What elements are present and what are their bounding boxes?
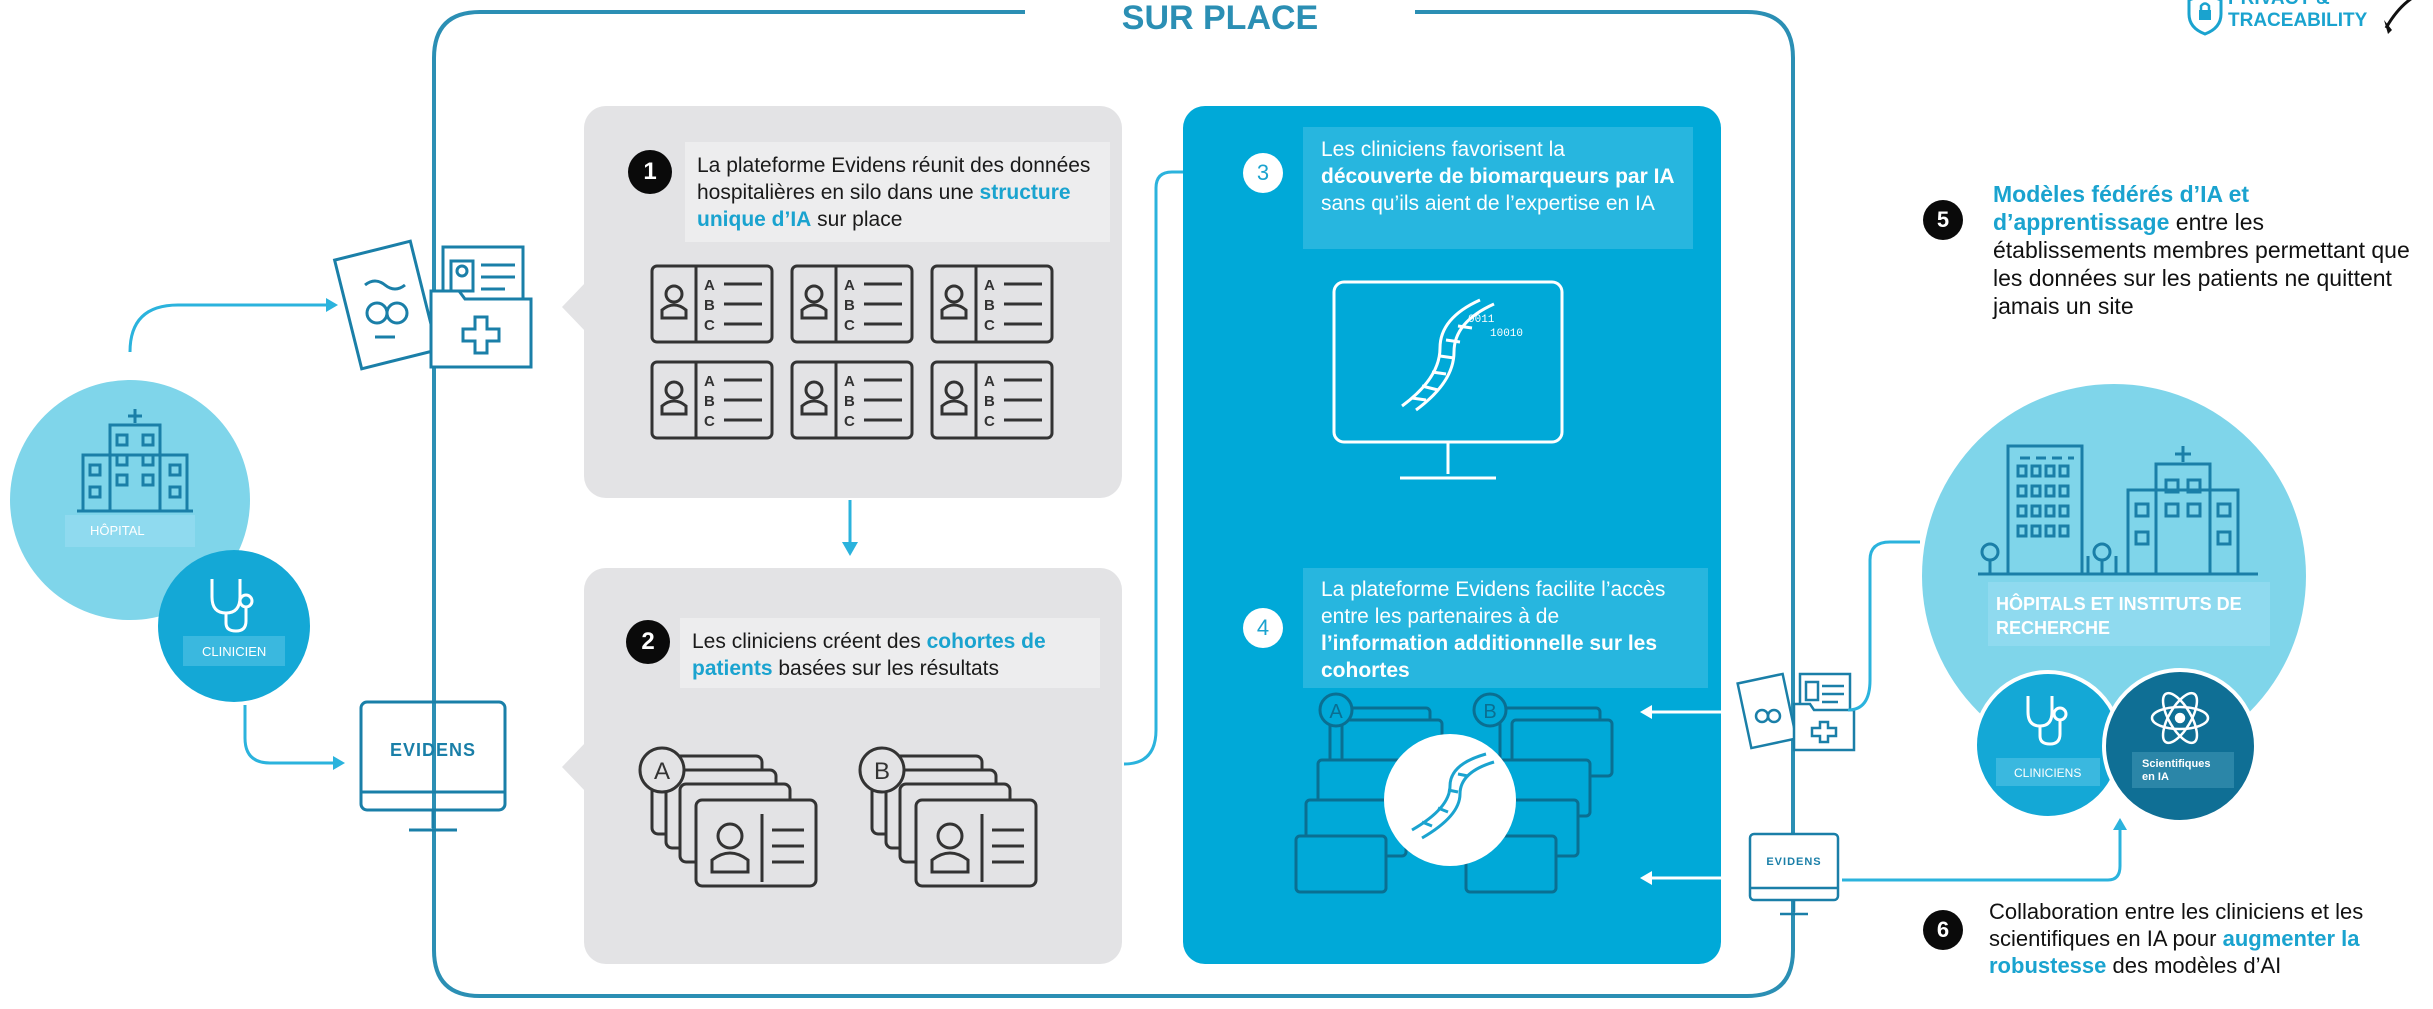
step6-text: Collaboration entre les cliniciens et le… [1989, 898, 2369, 979]
record-letter: A [844, 277, 855, 294]
record-letter: A [984, 373, 995, 390]
privacy-logo: PRIVACY & TRACEABILITY [2180, 0, 2433, 40]
hospital-label: HÔPITAL [90, 523, 145, 538]
record-letter: C [844, 317, 855, 334]
cohort-a-icon: A [638, 746, 818, 888]
record-letter: B [844, 297, 855, 314]
step4-bold: l’information additionnelle sur les coho… [1321, 632, 1658, 682]
record-letter: A [704, 277, 715, 294]
clinicians-label: CLINICIENS [2014, 766, 2082, 780]
step3-text-a: Les cliniciens favorisent la [1321, 138, 1565, 161]
record-letter: C [984, 413, 995, 430]
step2-textbox: Les cliniciens créent des cohortes de pa… [680, 618, 1100, 688]
clinician-label: CLINICIEN [202, 644, 267, 659]
step2-text-a: Les cliniciens créent des [692, 630, 927, 653]
svg-text:0011: 0011 [1468, 314, 1495, 326]
evidens-monitor-left [359, 700, 507, 832]
evidens-label-right: EVIDENS [1766, 856, 1822, 868]
step5-highlight: Modèles fédérés d’IA et d’apprentissage [1993, 181, 2250, 235]
patient-record-card: ABC [650, 264, 774, 344]
dna-monitor-icon: 10010 0011 [1332, 280, 1564, 480]
step6-text-b: des modèles d’AI [2106, 953, 2282, 978]
step6-number: 6 [1923, 910, 1963, 950]
record-letter: B [704, 297, 715, 314]
record-letter: A [704, 373, 715, 390]
logo-line1: PRIVACY & [2228, 0, 2367, 10]
step3-number: 3 [1243, 153, 1283, 193]
clinician-circle [158, 550, 310, 702]
step1-text-b: sur place [811, 208, 903, 231]
frame-title: SUR PLACE [1025, 0, 1415, 36]
record-letter: C [844, 413, 855, 430]
record-letter: B [984, 393, 995, 410]
record-letter: B [704, 393, 715, 410]
step1-number: 1 [628, 150, 672, 194]
record-letter: C [984, 317, 995, 334]
lock-shield-icon [2187, 0, 2223, 36]
evidens-monitor-right [1748, 832, 1840, 916]
step2-highlight: cohortes de patients [692, 630, 1046, 680]
right-to-panel-arrows [1640, 705, 1726, 885]
patient-record-card: ABC [930, 264, 1054, 344]
record-letter: A [984, 277, 995, 294]
patient-record-card: ABC [650, 360, 774, 440]
patient-record-card: ABC [790, 360, 914, 440]
stethoscope-icon-right [2026, 696, 2068, 746]
step6-highlight: augmenter la robustesse [1989, 926, 2360, 978]
hospital-building-icon [77, 409, 193, 513]
svg-text:A: A [1329, 701, 1343, 723]
step6-text-a: Collaboration entre les cliniciens et le… [1989, 899, 2364, 951]
cohort-b-letter: B [874, 758, 890, 785]
institutes-label: HÔPITALS ET INSTITUTS DE RECHERCHE [1996, 594, 2242, 638]
step2-pointer [562, 742, 586, 792]
step1-pointer [562, 282, 586, 332]
record-letter: A [844, 373, 855, 390]
evidens-label-left: EVIDENS [389, 740, 477, 760]
step3-bold: découverte de biomarqueurs par IA [1321, 165, 1675, 188]
scientists-circle [2102, 668, 2258, 824]
patient-record-card: ABC [790, 264, 914, 344]
cohort-a-letter: A [654, 758, 670, 785]
step4-number: 4 [1243, 608, 1283, 648]
step4-text-a: La plateforme Evidens facilite l’accès e… [1321, 578, 1666, 628]
step1-text-a: La plateforme Evidens réunit des données… [697, 154, 1091, 204]
logo-line2: TRACEABILITY [2228, 10, 2368, 31]
atom-icon [2150, 691, 2210, 745]
left-connectors [128, 298, 345, 770]
stethoscope-icon [210, 579, 254, 633]
cohort-dna-illustration: A B [1294, 692, 1614, 894]
patient-record-card: ABC [930, 360, 1054, 440]
step1-highlight: structure unique d’IA [697, 181, 1071, 231]
record-letter: C [704, 317, 715, 334]
cohort-b-icon: B [858, 746, 1038, 888]
institutes-label-bg [1988, 582, 2270, 646]
svg-text:10010: 10010 [1490, 328, 1523, 340]
step5-text: Modèles fédérés d’IA et d’apprentissage … [1993, 180, 2413, 320]
record-letter: B [844, 393, 855, 410]
step4-textbox: La plateforme Evidens facilite l’accès e… [1303, 568, 1708, 688]
xray-record-icon [332, 239, 533, 371]
record-letter: C [704, 413, 715, 430]
record-letter: B [984, 297, 995, 314]
step2-number: 2 [626, 620, 670, 664]
institutes-buildings-icon [1978, 444, 2258, 576]
svg-text:B: B [1483, 701, 1496, 723]
right-connectors [1842, 540, 2127, 882]
step3-textbox: Les cliniciens favorisent la découverte … [1303, 127, 1693, 249]
fingerprint-icon [2384, 0, 2413, 34]
step5-body: entre les établissements membres permett… [1993, 209, 2410, 319]
step2-text-b: basées sur les résultats [772, 657, 999, 680]
step3-text-b: sans qu’ils aient de l’expertise en IA [1321, 192, 1655, 215]
step5-number: 5 [1923, 200, 1963, 240]
step1-to-step2-arrow [842, 500, 858, 556]
step1-textbox: La plateforme Evidens réunit des données… [685, 142, 1110, 242]
scientists-label: Scientifiques en IA [2142, 758, 2211, 783]
